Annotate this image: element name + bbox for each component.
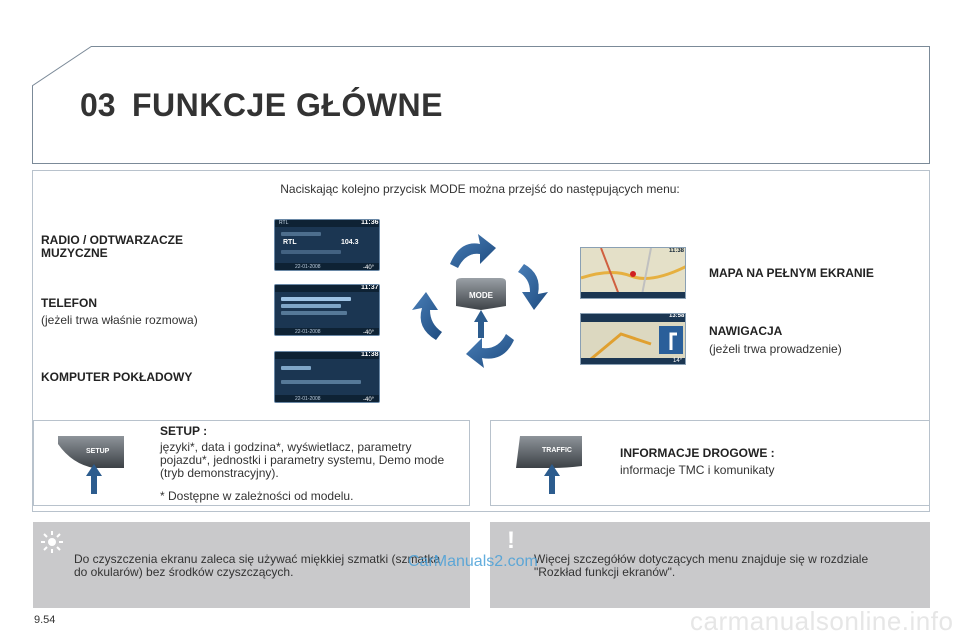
- setup-description: języki*, data i godzina*, wyświetlacz, p…: [160, 440, 445, 480]
- menu-label-nawigacja: NAWIGACJA: [709, 324, 783, 338]
- trip-clock: 11:38: [361, 351, 379, 358]
- setup-press-arrow-icon: [86, 464, 102, 494]
- radio-station: RTL: [283, 239, 297, 246]
- traffic-press-arrow-icon: [544, 464, 560, 494]
- intro-text: Naciskając kolejno przycisk MODE można p…: [280, 182, 680, 196]
- setup-title: SETUP :: [160, 424, 208, 438]
- menu-label-komputer: KOMPUTER POKŁADOWY: [41, 370, 193, 384]
- menu-sub-telefon: (jeżeli trwa właśnie rozmowa): [41, 313, 198, 327]
- cleaning-tip-panel: [33, 522, 470, 608]
- page-number: 9.54: [34, 614, 56, 626]
- info-tip-panel: [490, 522, 930, 608]
- traffic-title: INFORMACJE DROGOWE :: [620, 446, 775, 460]
- radio-frequency: 104.3: [341, 239, 359, 246]
- phone-clock: 11:37: [361, 284, 379, 291]
- cleaning-tip-text: Do czyszczenia ekranu zaleca się używać …: [74, 552, 441, 579]
- nav-temp: 14°: [673, 358, 683, 364]
- sun-tip-icon: [41, 531, 63, 553]
- trip-computer-screen: 11:38 22-01-2008 -40°: [274, 351, 380, 403]
- footer-watermark: carmanualsonline.info: [690, 606, 954, 636]
- setup-footnote: * Dostępne w zależności od modelu.: [160, 489, 354, 503]
- phone-temp: -40°: [363, 330, 375, 336]
- mode-press-arrow-icon: [474, 310, 488, 338]
- trip-date: 22-01-2008: [295, 396, 321, 402]
- mode-button: [456, 278, 506, 338]
- trip-temp: -40°: [363, 397, 375, 403]
- mode-button-label: MODE: [469, 291, 493, 300]
- cycle-arrow-right-icon: [518, 264, 548, 310]
- nav-clock: 13:58: [669, 313, 685, 319]
- navigation-screen: 13:58 14°: [580, 313, 686, 365]
- setup-button: [58, 436, 124, 494]
- menu-sub-nawigacja: (jeżeli trwa prowadzenie): [709, 342, 842, 356]
- menu-label-telefon: TELEFON: [41, 296, 97, 310]
- phone-date: 22-01-2008: [295, 329, 321, 335]
- traffic-description: informacje TMC i komunikaty: [620, 463, 775, 477]
- radio-screen: RTL 11:36 RTL 104.3 22-01-2008 -40°: [274, 219, 380, 271]
- cycle-arrow-top-icon: [450, 234, 496, 268]
- mode-cycle-arrows: [412, 234, 548, 368]
- warning-exclamation-icon: !: [507, 527, 515, 554]
- menu-label-radio: RADIO / ODTWARZACZE MUZYCZNE: [41, 233, 183, 260]
- setup-button-label: SETUP: [86, 448, 110, 455]
- radio-date: 22-01-2008: [295, 264, 321, 270]
- phone-screen: 11:37 22-01-2008 -40°: [274, 284, 380, 336]
- chapter-title: FUNKCJE GŁÓWNE: [132, 87, 443, 123]
- map-screen: 11:38: [580, 247, 686, 299]
- chapter-number: 03: [80, 87, 116, 123]
- watermark: CarManuals2.com: [408, 553, 538, 570]
- menu-label-mapa: MAPA NA PEŁNYM EKRANIE: [709, 266, 874, 280]
- map-clock: 11:38: [669, 248, 685, 254]
- radio-temp: -40°: [363, 265, 375, 271]
- cycle-arrow-left-icon: [412, 292, 442, 340]
- header-bevel: [32, 46, 93, 87]
- chapter-header-frame: [32, 46, 930, 164]
- info-tip-text: Więcej szczegółów dotyczących menu znajd…: [534, 552, 869, 579]
- radio-clock: 11:36: [361, 219, 379, 226]
- traffic-button: [516, 436, 582, 494]
- traffic-button-label: TRAFFIC: [542, 447, 572, 454]
- cycle-arrow-bottom-icon: [466, 334, 514, 368]
